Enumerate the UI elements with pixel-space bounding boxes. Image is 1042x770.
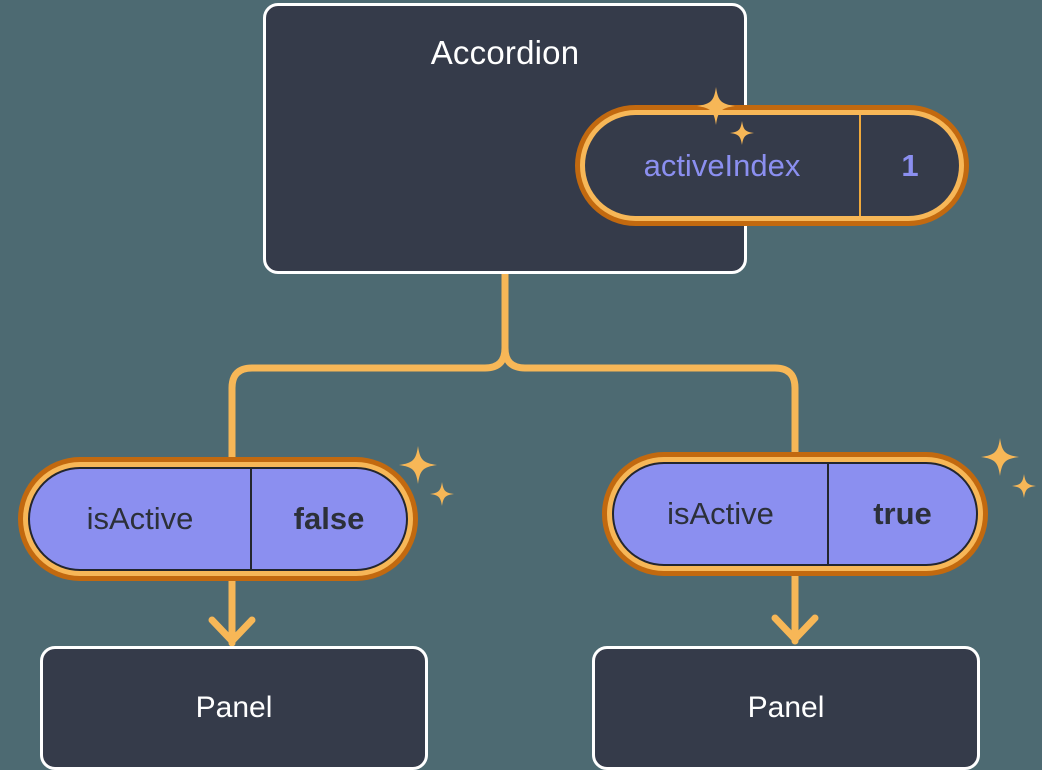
panel-title-right: Panel xyxy=(747,691,825,724)
prop-value-label: true xyxy=(873,496,932,531)
sparkle-icon-left-pill xyxy=(399,446,454,506)
pill-body: activeIndex 1 xyxy=(585,115,959,216)
sparkle-icon-accordion xyxy=(697,87,754,145)
pill-body: isActive true xyxy=(612,462,978,566)
arrow-down-icon-left xyxy=(208,616,256,645)
panel-title-left: Panel xyxy=(195,691,273,724)
sparkle-icon-small xyxy=(730,121,754,145)
panel-component-card-left[interactable]: Panel xyxy=(40,646,428,770)
state-pill-active-index[interactable]: activeIndex 1 xyxy=(575,105,969,226)
sparkle-icon-large xyxy=(399,446,437,484)
sparkle-icon-right-pill xyxy=(981,438,1036,498)
state-key-label: activeIndex xyxy=(585,115,861,216)
accordion-component-card[interactable]: Accordion activeIndex 1 xyxy=(263,3,969,274)
pill-inner-ring: isActive false xyxy=(23,462,413,576)
state-value-label: 1 xyxy=(901,147,919,183)
accordion-title: Accordion xyxy=(430,34,580,71)
arrow-down-icon-right xyxy=(771,614,819,643)
pill-inner-ring: activeIndex 1 xyxy=(580,110,964,221)
sparkle-icon-large xyxy=(697,87,735,125)
sparkle-icon-small xyxy=(1012,474,1036,498)
prop-pill-is-active-false[interactable]: isActive false xyxy=(18,457,418,581)
pill-inner-ring: isActive true xyxy=(607,457,983,571)
panel-component-card-right[interactable]: Panel xyxy=(592,646,980,770)
prop-key-label: isActive xyxy=(614,464,829,564)
connector-root-to-right xyxy=(501,270,799,474)
pill-body: isActive false xyxy=(28,467,408,571)
prop-value-label: false xyxy=(293,501,365,536)
prop-pill-is-active-true[interactable]: isActive true xyxy=(602,452,988,576)
prop-key-label: isActive xyxy=(30,469,252,569)
sparkle-icon-small xyxy=(430,482,454,506)
sparkle-icon-large xyxy=(981,438,1019,476)
